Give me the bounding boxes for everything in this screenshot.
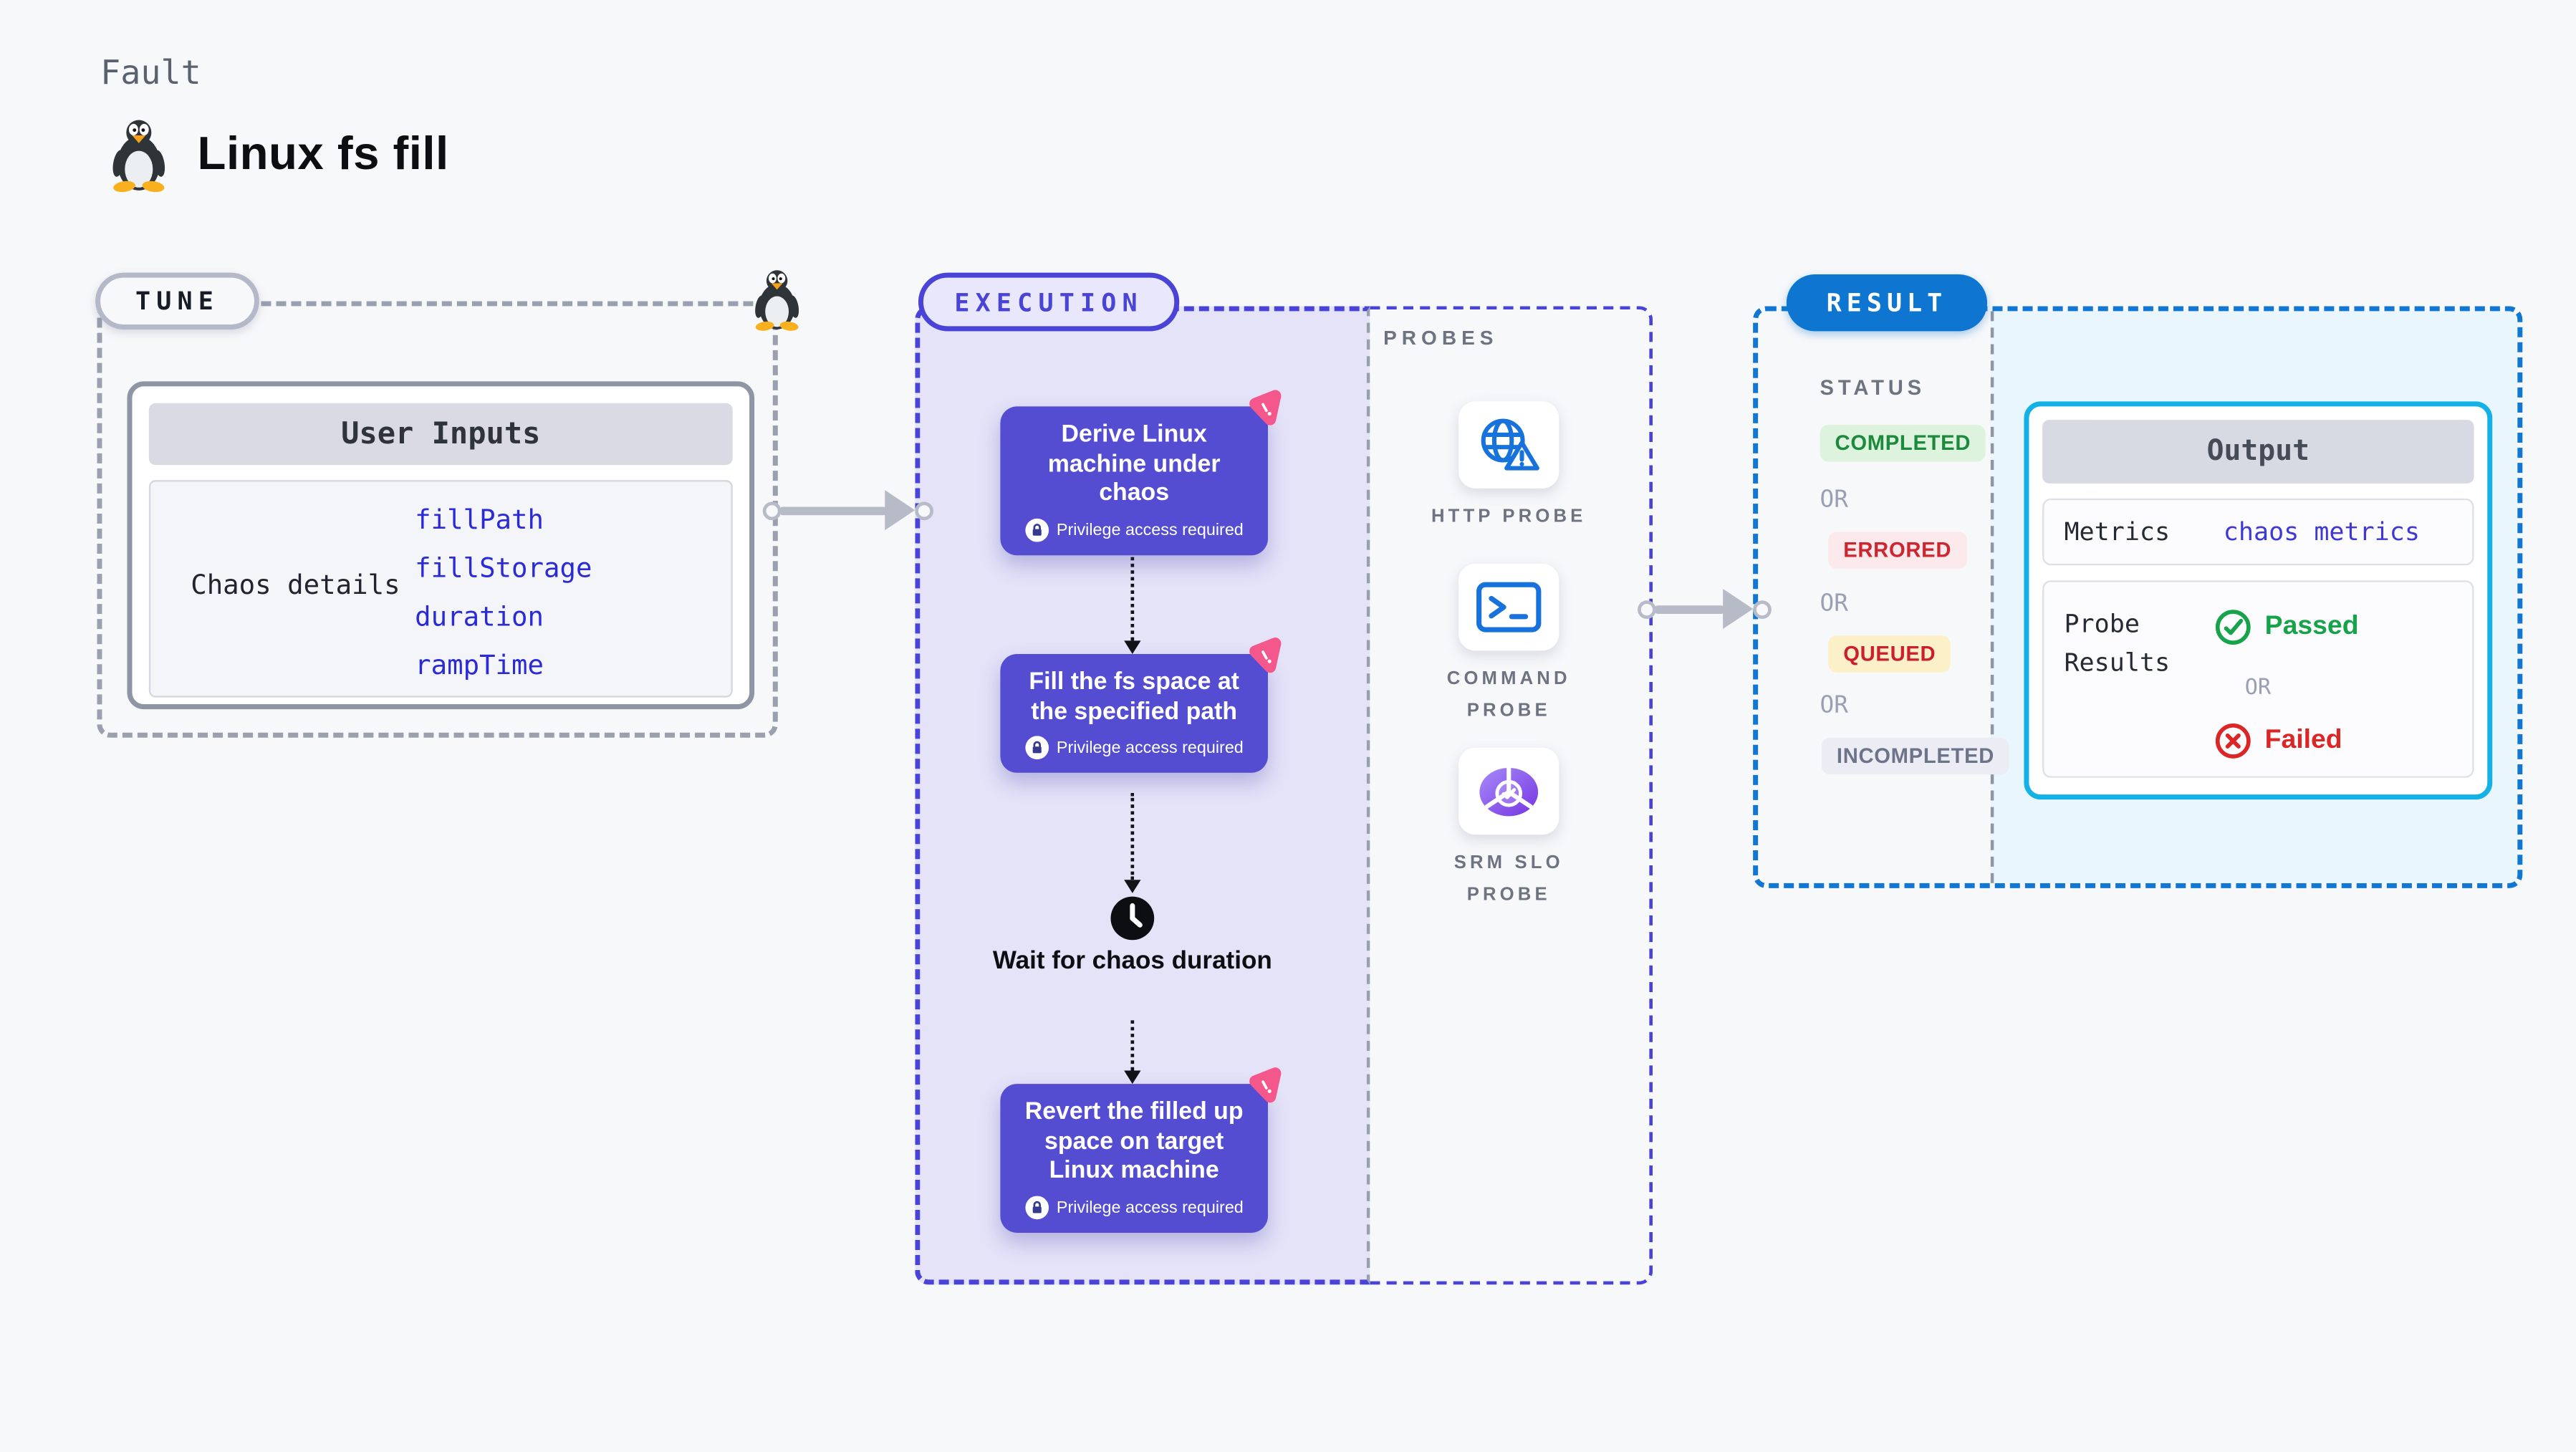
user-inputs-header: User Inputs xyxy=(148,403,733,466)
page-title: Linux fs fill xyxy=(197,127,449,179)
dotted-connector xyxy=(1123,1020,1141,1085)
chaos-litmus-icon xyxy=(1244,387,1289,432)
chaos-litmus-icon xyxy=(1244,635,1289,680)
linux-penguin-icon xyxy=(107,117,170,192)
arrow-down-icon xyxy=(1123,640,1141,655)
connector-dot xyxy=(1753,600,1772,618)
slo-donut-icon xyxy=(1479,764,1539,816)
result-section xyxy=(1753,306,2523,888)
execution-node-derive: Derive Linux machine under chaos Privile… xyxy=(1000,406,1268,556)
arrow-right-icon xyxy=(885,490,915,531)
tune-section xyxy=(97,301,778,738)
result-section-pill: RESULT xyxy=(1786,274,1988,332)
linux-penguin-icon xyxy=(751,268,802,332)
metrics-label: Metrics xyxy=(2064,516,2171,547)
execution-node-fill: Fill the fs space at the specified path … xyxy=(1000,654,1268,774)
metrics-row: Metrics chaos metrics xyxy=(2042,498,2474,566)
metrics-value: chaos metrics xyxy=(2223,516,2420,547)
probe-results-row: Probe Results Passed OR Failed xyxy=(2042,580,2474,778)
x-circle-icon xyxy=(2215,723,2251,759)
or-label: OR xyxy=(1820,486,1848,514)
privilege-badge: Privilege access required xyxy=(1019,1196,1249,1220)
connector-dot xyxy=(915,501,933,520)
status-badge-completed: COMPLETED xyxy=(1820,425,1986,462)
privilege-badge-label: Privilege access required xyxy=(1056,1198,1244,1217)
http-probe-card xyxy=(1458,401,1559,489)
node-title: Revert the filled up space on target Lin… xyxy=(1024,1099,1244,1186)
tune-to-execution-arrow xyxy=(762,490,933,531)
user-inputs-card: User Inputs Chaos details fillPath fillS… xyxy=(127,381,755,710)
node-title: Fill the fs space at the specified path xyxy=(1029,669,1239,726)
fault-category-label: Fault xyxy=(100,52,201,92)
arrow-shaft xyxy=(779,506,887,515)
wait-duration-label: Wait for chaos duration xyxy=(992,946,1272,976)
passed-label: Passed xyxy=(2264,612,2359,641)
failed-label: Failed xyxy=(2264,726,2342,755)
status-badge-queued: QUEUED xyxy=(1828,635,1951,673)
command-probe-label: COMMAND PROBE xyxy=(1446,669,1571,721)
or-label: OR xyxy=(1820,692,1848,720)
execution-section-pill: EXECUTION xyxy=(918,272,1180,332)
execution-node-revert: Revert the filled up space on target Lin… xyxy=(1000,1084,1268,1234)
arrow-right-icon xyxy=(1723,588,1754,629)
privilege-badge: Privilege access required xyxy=(1019,736,1249,760)
clock-icon xyxy=(1110,896,1155,941)
privilege-badge-label: Privilege access required xyxy=(1056,739,1244,758)
status-label: STATUS xyxy=(1820,376,1926,400)
or-label: OR xyxy=(2244,675,2272,701)
arrow-down-icon xyxy=(1123,1070,1141,1085)
status-badge-errored: ERRORED xyxy=(1828,532,1967,569)
probe-results-label: Probe Results xyxy=(2064,608,2171,677)
param-fillstorage: fillStorage xyxy=(415,552,592,584)
command-probe-card xyxy=(1458,563,1559,651)
user-inputs-body: Chaos details fillPath fillStorage durat… xyxy=(148,480,733,698)
http-probe-label: HTTP PROBE xyxy=(1431,506,1587,527)
check-circle-icon xyxy=(2215,610,2251,645)
arrow-down-icon xyxy=(1123,880,1141,893)
chaos-litmus-icon xyxy=(1244,1064,1289,1110)
arrow-shaft xyxy=(1654,605,1725,613)
dotted-connector xyxy=(1123,792,1141,893)
param-fillpath: fillPath xyxy=(415,503,544,536)
globe-alert-icon xyxy=(1481,418,1539,471)
probes-section-label: PROBES xyxy=(1383,326,1499,350)
srm-slo-probe-card xyxy=(1458,747,1559,835)
privilege-badge: Privilege access required xyxy=(1019,519,1249,542)
node-title: Derive Linux machine under chaos xyxy=(1047,421,1221,508)
passed-verdict: Passed xyxy=(2215,609,2359,645)
lock-icon xyxy=(1024,736,1049,760)
probes-section xyxy=(1370,306,1653,1285)
param-duration: duration xyxy=(415,600,544,633)
output-card: Output Metrics chaos metrics Probe Resul… xyxy=(2024,401,2493,800)
connector-dot xyxy=(762,501,782,520)
connector-dot xyxy=(1638,600,1656,618)
srm-slo-probe-label: SRM SLO PROBE xyxy=(1453,852,1564,905)
output-header: Output xyxy=(2042,420,2474,484)
dotted-connector xyxy=(1123,552,1141,655)
tune-section-pill: TUNE xyxy=(95,272,259,330)
privilege-badge-label: Privilege access required xyxy=(1056,521,1244,540)
chaos-details-label: Chaos details xyxy=(191,568,400,601)
param-ramptime: rampTime xyxy=(415,649,544,681)
lock-icon xyxy=(1024,519,1049,542)
probes-to-result-arrow xyxy=(1638,588,1772,629)
terminal-icon xyxy=(1476,582,1542,633)
failed-verdict: Failed xyxy=(2215,723,2342,759)
lock-icon xyxy=(1024,1196,1049,1220)
status-badge-incompleted: INCOMPLETED xyxy=(1821,737,2010,775)
or-label: OR xyxy=(1820,590,1848,617)
